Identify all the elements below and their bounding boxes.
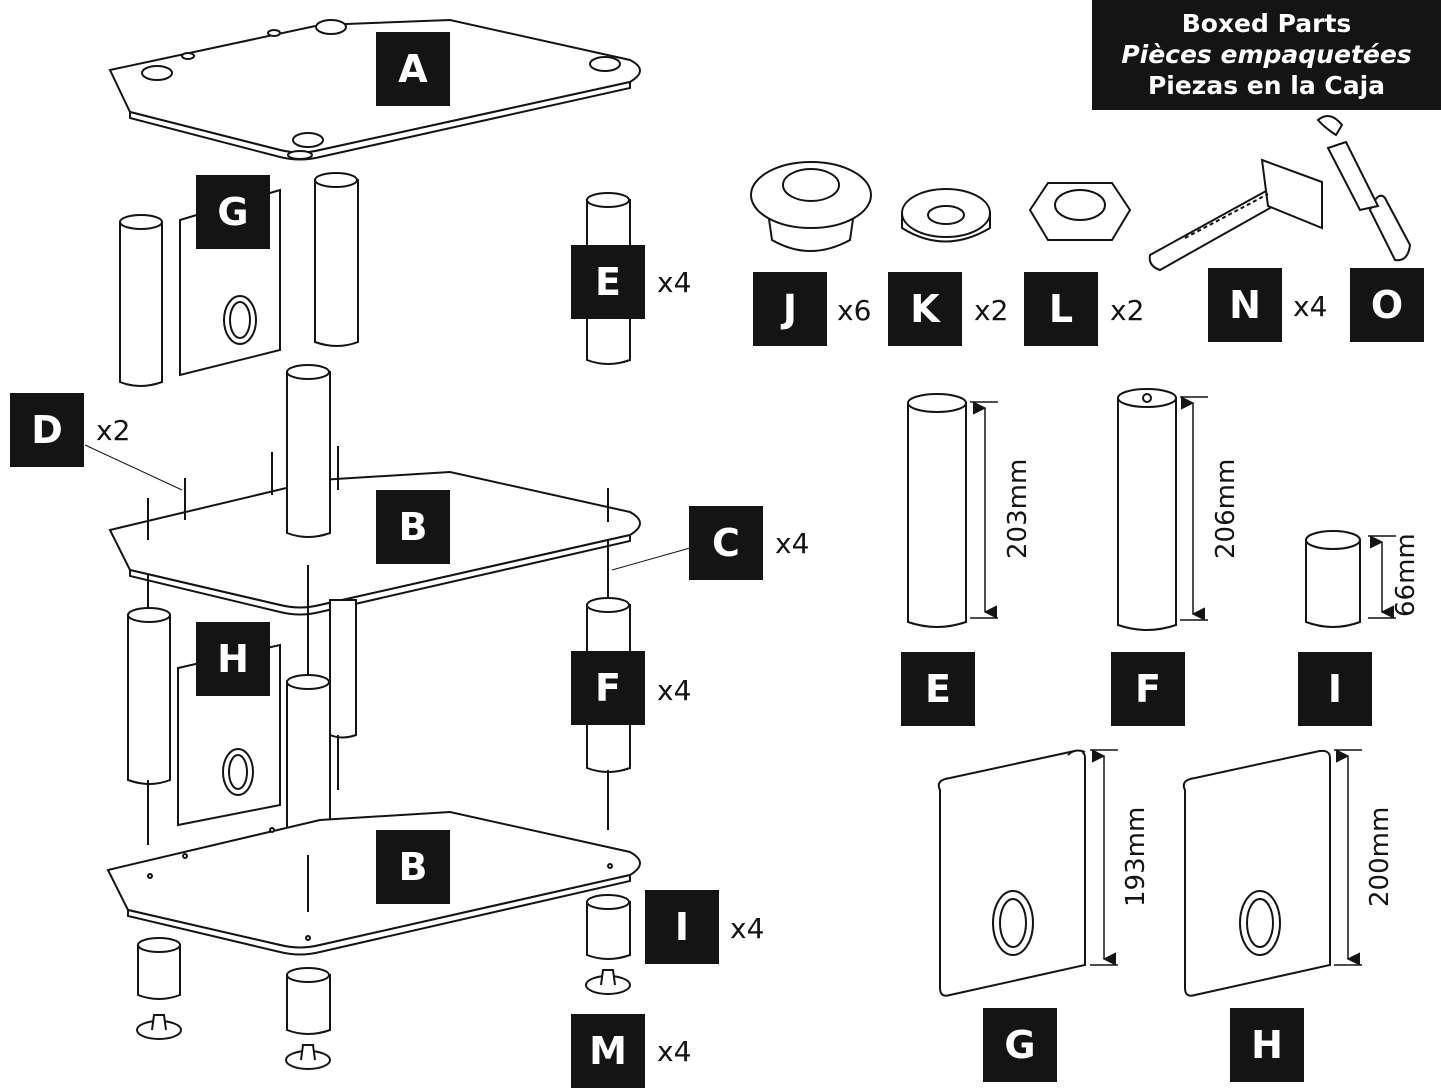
qty-j: x6 xyxy=(837,294,872,327)
dim-g: 193mm xyxy=(1121,806,1151,907)
boxed-parts-title-fr: Pièces empaquetées xyxy=(1121,40,1412,69)
label-j: J xyxy=(753,272,827,346)
label-o: O xyxy=(1350,268,1424,342)
label-h-assembly: H xyxy=(196,622,270,696)
foot-assemblies xyxy=(136,894,631,1070)
label-b-top: B xyxy=(376,490,450,564)
boxed-parts-header: Boxed Parts Pièces empaquetées Piezas en… xyxy=(1092,0,1441,110)
label-b-bottom: B xyxy=(376,830,450,904)
label-e-assembly: E xyxy=(571,245,645,319)
qty-n: x4 xyxy=(1293,290,1328,323)
part-g-panel xyxy=(937,749,1086,997)
hardware-l xyxy=(1028,182,1132,241)
label-g-assembly: G xyxy=(196,175,270,249)
label-l: L xyxy=(1024,272,1098,346)
label-h-part: H xyxy=(1230,1008,1304,1082)
part-i-tube xyxy=(1305,530,1361,628)
label-k: K xyxy=(888,272,962,346)
hardware-n xyxy=(1148,158,1323,272)
qty-k: x2 xyxy=(974,294,1009,327)
dim-e: 203mm xyxy=(1003,458,1033,559)
part-h-panel xyxy=(1182,749,1331,997)
label-n: N xyxy=(1208,268,1282,342)
dim-f: 206mm xyxy=(1211,458,1241,559)
label-a: A xyxy=(376,32,450,106)
label-c: C xyxy=(689,506,763,580)
hardware-k xyxy=(901,188,991,243)
hardware-j xyxy=(750,161,872,252)
qty-l: x2 xyxy=(1110,294,1145,327)
label-f-part: F xyxy=(1111,652,1185,726)
top-plate-a xyxy=(108,18,641,161)
qty-i-assembly: x4 xyxy=(730,912,765,945)
boxed-parts-title-en: Boxed Parts xyxy=(1181,9,1352,38)
label-d: D xyxy=(10,393,84,467)
label-g-part: G xyxy=(983,1008,1057,1082)
dim-i: 66mm xyxy=(1391,533,1421,617)
qty-m: x4 xyxy=(657,1035,692,1068)
label-i-assembly: I xyxy=(645,890,719,964)
middle-shelf-b xyxy=(108,364,641,616)
part-e-tube xyxy=(907,393,967,628)
qty-c: x4 xyxy=(775,527,810,560)
boxed-parts-title-es: Piezas en la Caja xyxy=(1147,71,1386,100)
qty-f-assembly: x4 xyxy=(657,674,692,707)
qty-e-assembly: x4 xyxy=(657,266,692,299)
hardware-o xyxy=(1316,115,1412,262)
label-f-assembly: F xyxy=(571,651,645,725)
label-e-part: E xyxy=(901,652,975,726)
qty-d: x2 xyxy=(96,414,131,447)
dim-h: 200mm xyxy=(1365,806,1395,907)
bottom-shelf-b xyxy=(106,810,641,956)
label-m: M xyxy=(571,1014,645,1088)
part-f-tube xyxy=(1117,388,1177,631)
label-i-part: I xyxy=(1298,652,1372,726)
